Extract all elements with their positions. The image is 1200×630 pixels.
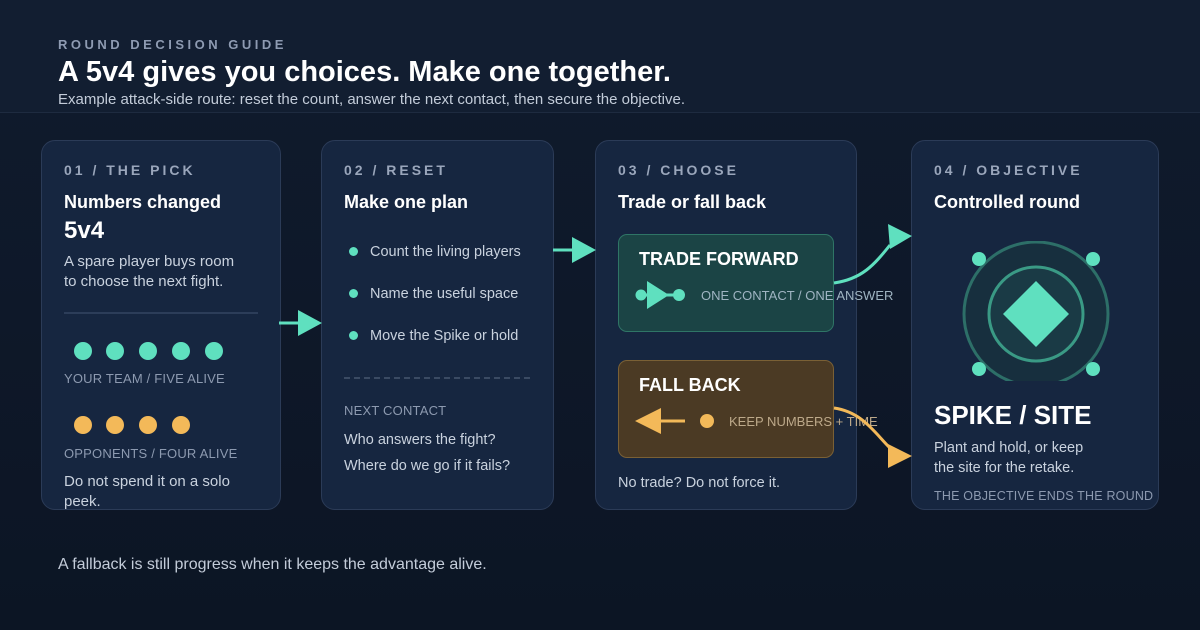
step-label: 04 / OBJECTIVE (934, 162, 1083, 178)
opponent-player-dot (172, 416, 190, 434)
bullet-item: Name the useful space (370, 286, 519, 302)
card-title: Trade or fall back (618, 192, 767, 212)
page-subtitle: Example attack-side route: reset the cou… (58, 91, 686, 108)
card-reset: 02 / RESET Make one plan Count the livin… (321, 140, 554, 510)
card-title: Make one plan (344, 192, 469, 212)
card-desc-line-1: A spare player buys room (64, 253, 235, 270)
team-player-dot (106, 342, 124, 360)
card-desc-line-2: the site for the retake. (934, 460, 1075, 476)
question-line-2: Where do we go if it fails? (344, 458, 511, 474)
opponent-player-dot (74, 416, 92, 434)
fall-back-option: FALL BACK KEEP NUMBERS + TIME (618, 360, 878, 458)
page-kicker: ROUND DECISION GUIDE (58, 37, 287, 52)
card-desc-line-2: to choose the next fight. (64, 273, 224, 290)
team-label: YOUR TEAM / FIVE ALIVE (64, 371, 225, 386)
bullet-item: Move the Spike or hold (370, 328, 519, 344)
objective-heading: SPIKE / SITE (934, 400, 1092, 430)
card-note: No trade? Do not force it. (618, 475, 780, 491)
spike-site-icon (962, 241, 1110, 381)
opponent-label: OPPONENTS / FOUR ALIVE (64, 446, 238, 461)
bullet-item: Count the living players (370, 244, 521, 260)
forward-arrow-icon (635, 281, 685, 309)
fall-back-title: FALL BACK (639, 375, 741, 395)
card-objective: 04 / OBJECTIVE Controlled round SPIKE / … (911, 140, 1159, 510)
connector-arrow-1 (279, 310, 322, 336)
step-label: 02 / RESET (344, 162, 448, 178)
opponent-player-dot (106, 416, 124, 434)
team-player-dot (74, 342, 92, 360)
card-title: Controlled round (934, 192, 1080, 212)
dashed-divider (344, 377, 530, 379)
fall-back-caption: KEEP NUMBERS + TIME (729, 414, 878, 429)
trade-forward-title: TRADE FORWARD (639, 249, 799, 269)
score-5v4: 5v4 (64, 217, 105, 244)
trade-forward-caption: ONE CONTACT / ONE ANSWER (701, 288, 894, 303)
back-arrow-icon (635, 408, 714, 434)
card-desc-line-1: Plant and hold, or keep (934, 440, 1084, 456)
trade-forward-option: TRADE FORWARD ONE CONTACT / ONE ANSWER (618, 234, 893, 332)
connector-arrow-2 (553, 237, 596, 263)
divider (64, 312, 258, 314)
objective-caption: THE OBJECTIVE ENDS THE ROUND (934, 489, 1154, 503)
bullet-dot (349, 247, 358, 256)
card-note-line-2: peek. (64, 493, 101, 510)
card-choose: 03 / CHOOSE Trade or fall back TRADE FOR… (595, 140, 893, 510)
header: ROUND DECISION GUIDE A 5v4 gives you cho… (0, 0, 1200, 113)
card-note-line-1: Do not spend it on a solo (64, 473, 230, 490)
card-the-pick: 01 / THE PICK Numbers changed 5v4 A spar… (41, 140, 281, 510)
page-title: A 5v4 gives you choices. Make one togeth… (58, 56, 671, 88)
team-player-dot (205, 342, 223, 360)
team-player-dot (172, 342, 190, 360)
team-player-dot (139, 342, 157, 360)
card-title: Numbers changed (64, 192, 222, 212)
opponent-player-dot (139, 416, 157, 434)
question-line-1: Who answers the fight? (344, 432, 496, 448)
bullet-dot (349, 289, 358, 298)
bullet-dot (349, 331, 358, 340)
next-contact-label: NEXT CONTACT (344, 403, 447, 418)
footer-note: A fallback is still progress when it kee… (58, 556, 487, 573)
step-label: 01 / THE PICK (64, 162, 196, 178)
step-label: 03 / CHOOSE (618, 162, 739, 178)
